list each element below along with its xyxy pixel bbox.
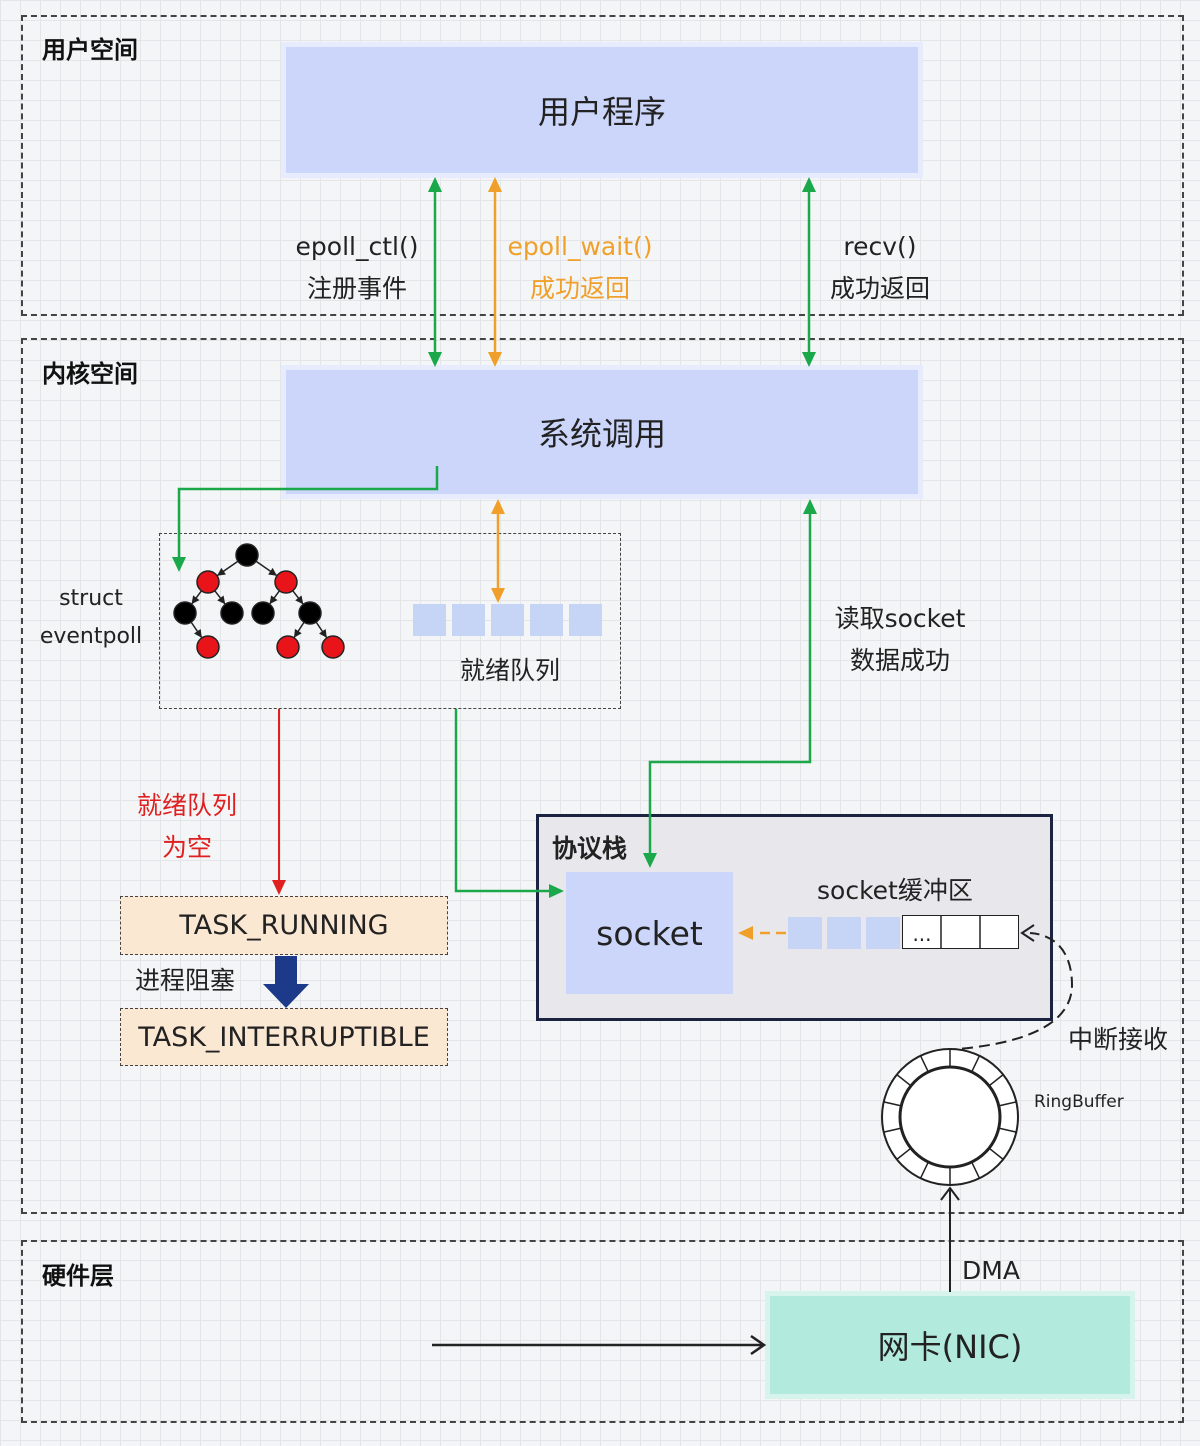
eventpoll-box xyxy=(159,533,621,709)
kernel-space-title: 内核空间 xyxy=(42,360,138,388)
epoll-ctl-arrow xyxy=(428,177,442,367)
dma-arrow xyxy=(940,1186,960,1292)
recv-label: recv() xyxy=(843,232,917,261)
tree-node-red xyxy=(196,570,220,594)
interrupt-receive-label: 中断接收 xyxy=(1067,1025,1168,1054)
ringbuffer-slot-divider xyxy=(971,1161,981,1179)
tree-node-black xyxy=(298,601,322,625)
tree-edge-arrowhead xyxy=(293,628,302,638)
read-socket-label: 读取socket xyxy=(834,604,966,633)
ringbuffer-slot-divider xyxy=(988,1074,1004,1087)
tree-edge-arrowhead xyxy=(194,629,202,638)
ready-queue-cell xyxy=(413,604,446,636)
tree-edge-arrowhead xyxy=(269,595,278,605)
eventpoll-label: struct xyxy=(59,586,123,611)
protocol-stack-title: 协议栈 xyxy=(552,834,628,863)
epoll-wait-label: epoll_wait() xyxy=(507,232,653,261)
tree-node-red xyxy=(196,635,220,659)
tree-edge-arrowhead xyxy=(217,567,226,576)
ready-queue-cell xyxy=(491,604,524,636)
ringbuffer-slot-divider xyxy=(988,1147,1004,1160)
dma-label: DMA xyxy=(962,1256,1020,1285)
tree-node-black xyxy=(235,543,259,567)
tree-node-red xyxy=(276,635,300,659)
epoll-wait-sub-label: 成功返回 xyxy=(529,274,630,303)
socket-buffer-label: socket缓冲区 xyxy=(817,876,973,905)
socket-buffer-dividers xyxy=(940,915,981,949)
interrupt-arrowhead xyxy=(1020,924,1035,942)
syscall-to-eventpoll-arrow xyxy=(172,466,439,572)
epoll-wait-arrow xyxy=(488,177,502,367)
queue-empty-label: 就绪队列 xyxy=(136,791,237,820)
ringbuffer-label: RingBuffer xyxy=(1034,1092,1124,1112)
ready-queue-cell xyxy=(530,604,563,636)
tree-edge-arrowhead xyxy=(268,567,277,576)
tree-edge-arrowhead xyxy=(295,595,304,605)
tree-node-black xyxy=(220,601,244,625)
tree-edge-arrowhead xyxy=(217,595,226,605)
ringbuffer-slot-divider xyxy=(971,1055,981,1073)
ringbuffer-slot-divider xyxy=(896,1074,912,1087)
ringbuffer-slot-divider xyxy=(998,1127,1017,1133)
hardware-title: 硬件层 xyxy=(42,1262,114,1290)
socket-box: socket xyxy=(566,872,733,994)
ringbuffer-icon xyxy=(881,1048,1019,1186)
ringbuffer-slot-divider xyxy=(896,1147,912,1160)
read-socket-sub-label: 数据成功 xyxy=(849,646,950,675)
tree-node-black xyxy=(251,601,275,625)
ready-queue-cell xyxy=(452,604,485,636)
process-block-label: 进程阻塞 xyxy=(134,966,235,995)
eventpoll-sub-label: eventpoll xyxy=(39,624,143,649)
interrupt-receive-curve xyxy=(944,932,1074,1051)
syscall-box: 系统调用 xyxy=(286,370,918,494)
socket-buffer-cell xyxy=(827,917,861,949)
task-running-box: TASK_RUNNING xyxy=(120,896,448,955)
epoll-ctl-label: epoll_ctl() xyxy=(295,232,419,261)
tree-node-red xyxy=(321,635,345,659)
hardware-region xyxy=(21,1240,1184,1423)
socket-buffer-cell xyxy=(866,917,900,949)
incoming-to-nic-arrow xyxy=(432,1334,767,1356)
socket-to-syscall-arrow xyxy=(643,499,817,868)
user-space-title: 用户空间 xyxy=(42,36,138,64)
user-program-box: 用户程序 xyxy=(286,47,918,173)
tree-node-black xyxy=(173,601,197,625)
red-black-tree-icon xyxy=(173,543,345,659)
ringbuffer-slot-divider xyxy=(883,1127,902,1133)
buffer-to-socket-arrow xyxy=(738,926,786,940)
nic-box: 网卡(NIC) xyxy=(770,1296,1130,1394)
task-interruptible-box: TASK_INTERRUPTIBLE xyxy=(120,1008,448,1066)
socket-buffer-empty-cells xyxy=(902,915,1019,949)
queue-empty-sub-label: 为空 xyxy=(161,833,212,862)
ready-queue-cell xyxy=(569,604,602,636)
tree-node-red xyxy=(274,570,298,594)
ringbuffer-slot-divider xyxy=(919,1055,929,1073)
syscall-ready-queue-arrow xyxy=(491,499,505,603)
tree-edge-arrowhead xyxy=(319,629,327,638)
kernel-space-region xyxy=(21,338,1184,1214)
ringbuffer-slot-divider xyxy=(919,1161,929,1179)
eventpoll-to-socket-arrow xyxy=(454,709,564,898)
socket-buffer-ellipsis: ... xyxy=(912,922,932,946)
ringbuffer-slot-divider xyxy=(883,1101,902,1107)
ready-queue-label: 就绪队列 xyxy=(459,656,560,685)
recv-arrow xyxy=(802,177,816,367)
process-block-arrow xyxy=(263,956,309,1008)
user-space-region xyxy=(21,15,1184,316)
socket-buffer-cell xyxy=(788,917,822,949)
tree-edge-arrowhead xyxy=(191,595,200,605)
recv-sub-label: 成功返回 xyxy=(829,274,930,303)
queue-empty-arrow xyxy=(272,709,286,895)
epoll-ctl-sub-label: 注册事件 xyxy=(306,274,407,303)
ringbuffer-slot-divider xyxy=(998,1101,1017,1107)
